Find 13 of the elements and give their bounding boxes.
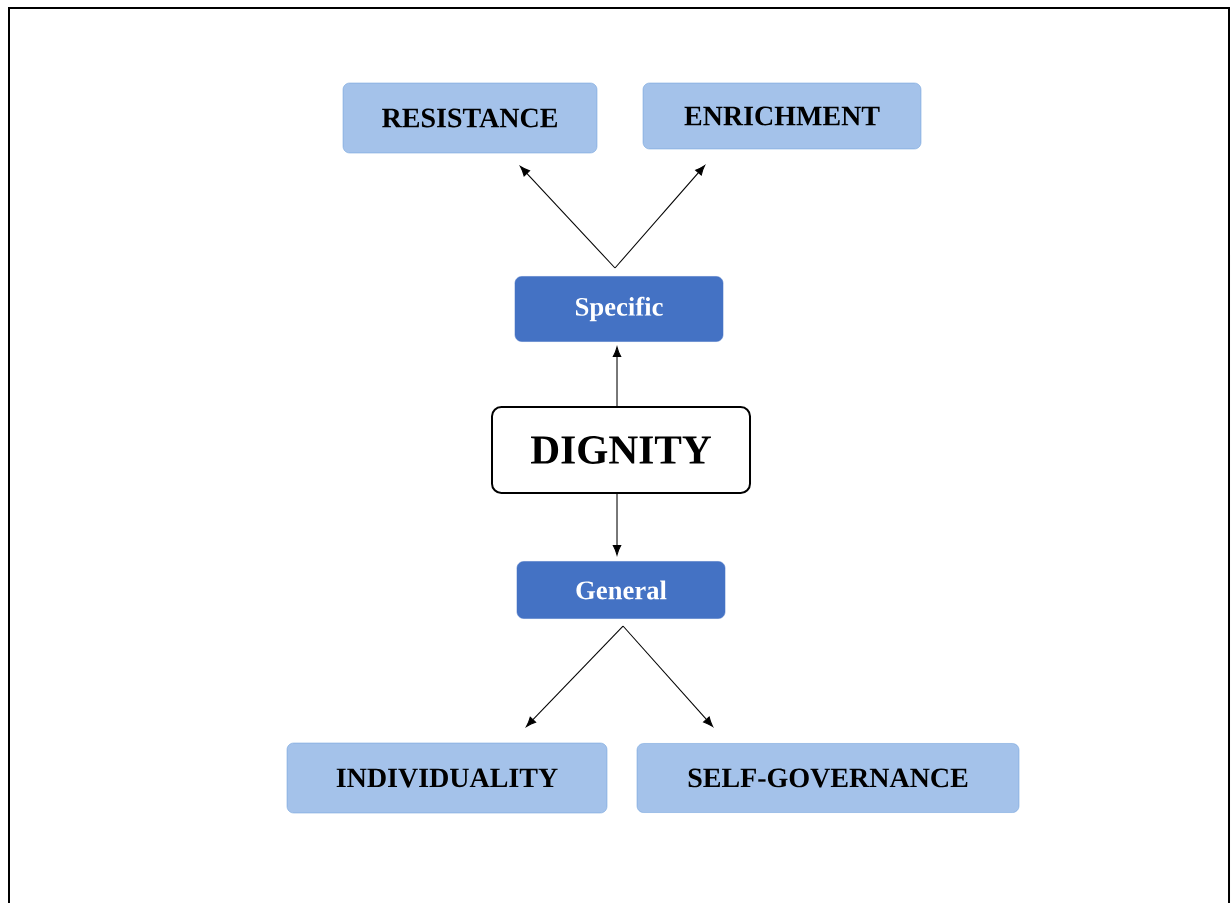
arrow bbox=[525, 625, 624, 727]
label-box: SELF-GOVERNANCE bbox=[636, 743, 1020, 813]
label-box: ENRICHMENT bbox=[642, 82, 922, 150]
label-box: RESISTANCE bbox=[342, 82, 598, 154]
arrow bbox=[612, 493, 622, 556]
arrow bbox=[622, 625, 714, 727]
category-box: General bbox=[516, 561, 726, 619]
arrow bbox=[614, 165, 706, 269]
arrow bbox=[519, 166, 616, 269]
category-box: Specific bbox=[514, 276, 724, 342]
central-box: DIGNITY bbox=[491, 406, 751, 494]
arrow bbox=[612, 346, 622, 407]
label-box: INDIVIDUALITY bbox=[286, 742, 608, 814]
